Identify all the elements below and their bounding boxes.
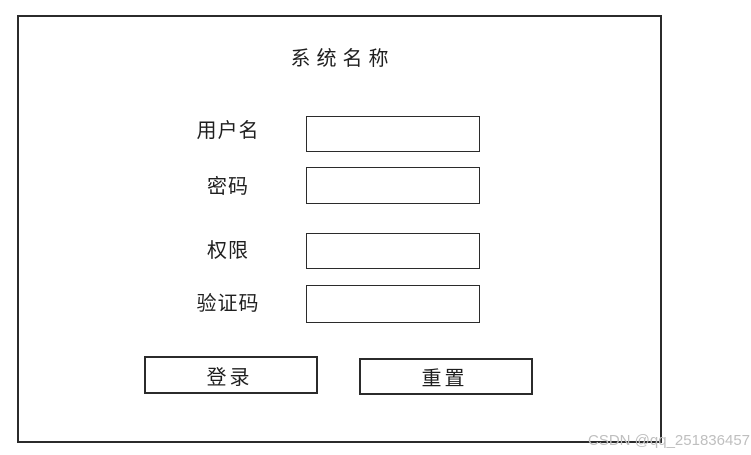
permission-input[interactable] bbox=[306, 233, 480, 269]
login-form-frame: 系统名称 用户名 密码 权限 验证码 登录 重置 bbox=[17, 15, 662, 443]
password-input[interactable] bbox=[306, 167, 480, 204]
reset-button[interactable]: 重置 bbox=[359, 358, 533, 395]
captcha-input[interactable] bbox=[306, 285, 480, 323]
system-title: 系统名称 bbox=[290, 48, 395, 70]
username-label: 用户名 bbox=[196, 120, 260, 142]
captcha-label: 验证码 bbox=[196, 293, 260, 315]
login-button[interactable]: 登录 bbox=[144, 356, 318, 394]
password-label: 密码 bbox=[207, 176, 249, 198]
username-input[interactable] bbox=[306, 116, 480, 152]
permission-label: 权限 bbox=[207, 240, 249, 262]
